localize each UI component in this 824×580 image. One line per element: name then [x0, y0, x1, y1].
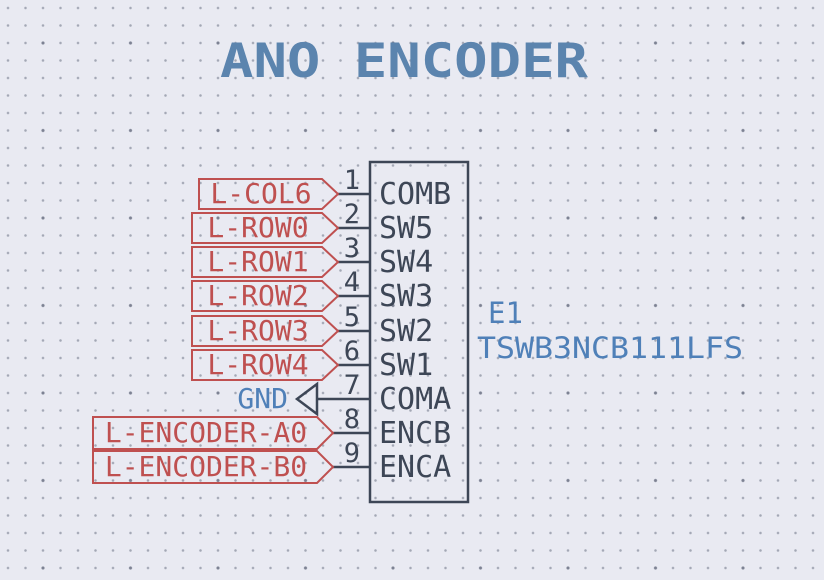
- pin-7: 7 COMA: [317, 370, 451, 417]
- pin-name: ENCB: [379, 416, 451, 451]
- label-text: L-ROW0: [207, 211, 308, 244]
- net-label-l-col6[interactable]: L-COL6: [198, 177, 340, 210]
- pin-number: 6: [344, 336, 360, 367]
- pin-name: SW4: [379, 245, 433, 280]
- label-text: L-COL6: [210, 177, 311, 210]
- label-flag-outline: [198, 178, 340, 210]
- pin-name: COMA: [379, 382, 451, 417]
- pin-number: 4: [344, 267, 360, 298]
- pin-8: 8 ENCB: [333, 404, 451, 451]
- label-flag-outline: [92, 450, 335, 484]
- label-text: L-ENCODER-A0: [105, 416, 307, 449]
- label-flag-outline: [191, 246, 340, 278]
- label-flag-outline: [191, 349, 340, 381]
- net-label-l-row1[interactable]: L-ROW1: [191, 245, 340, 278]
- label-text: L-ROW4: [207, 348, 308, 381]
- sheet-title[interactable]: ANO ENCODER: [220, 34, 589, 89]
- pin-number: 3: [344, 233, 360, 264]
- pin-name: SW1: [379, 348, 433, 383]
- pin-name: SW3: [379, 279, 433, 314]
- label-text: L-ROW3: [207, 314, 308, 347]
- value-field[interactable]: TSWB3NCB111LFS: [477, 331, 743, 365]
- label-flag-outline: [92, 416, 335, 450]
- pin-name: SW5: [379, 211, 433, 246]
- label-text: GND: [237, 382, 288, 415]
- pin-name: SW2: [379, 314, 433, 349]
- pin-4: 4 SW3: [338, 267, 433, 314]
- label-flag-outline: [191, 315, 340, 347]
- label-flag-outline: [191, 212, 340, 244]
- net-label-l-encoder-b0[interactable]: L-ENCODER-B0: [92, 450, 335, 484]
- pin-6: 6 SW1: [338, 336, 433, 383]
- net-label-l-row0[interactable]: L-ROW0: [191, 211, 340, 244]
- pin-number: 2: [344, 199, 360, 230]
- pin-5: 5 SW2: [338, 302, 433, 349]
- pin-number: 1: [344, 165, 360, 196]
- pin-2: 2 SW5: [338, 199, 433, 246]
- net-label-l-row4[interactable]: L-ROW4: [191, 348, 340, 381]
- pin-number: 5: [344, 302, 360, 333]
- label-text: L-ROW2: [207, 279, 308, 312]
- label-flag-outline: [191, 280, 340, 312]
- net-label-l-row3[interactable]: L-ROW3: [191, 314, 340, 347]
- pin-number: 9: [344, 438, 360, 469]
- pin-9: 9 ENCA: [333, 438, 451, 485]
- label-text: L-ENCODER-B0: [105, 450, 307, 483]
- reference-field[interactable]: E1: [488, 296, 523, 330]
- pin-name: ENCA: [379, 450, 451, 485]
- pin-number: 8: [344, 404, 360, 435]
- label-text: L-ROW1: [207, 245, 308, 278]
- hier-label-arrow-icon: [294, 381, 319, 417]
- net-label-l-row2[interactable]: L-ROW2: [191, 279, 340, 312]
- net-label-l-encoder-a0[interactable]: L-ENCODER-A0: [92, 416, 335, 450]
- pin-name: COMB: [379, 177, 451, 212]
- net-label-gnd[interactable]: GND: [237, 381, 319, 417]
- pin-1: 1 COMB: [338, 165, 451, 212]
- pin-3: 3 SW4: [338, 233, 433, 280]
- pin-number: 7: [344, 370, 360, 401]
